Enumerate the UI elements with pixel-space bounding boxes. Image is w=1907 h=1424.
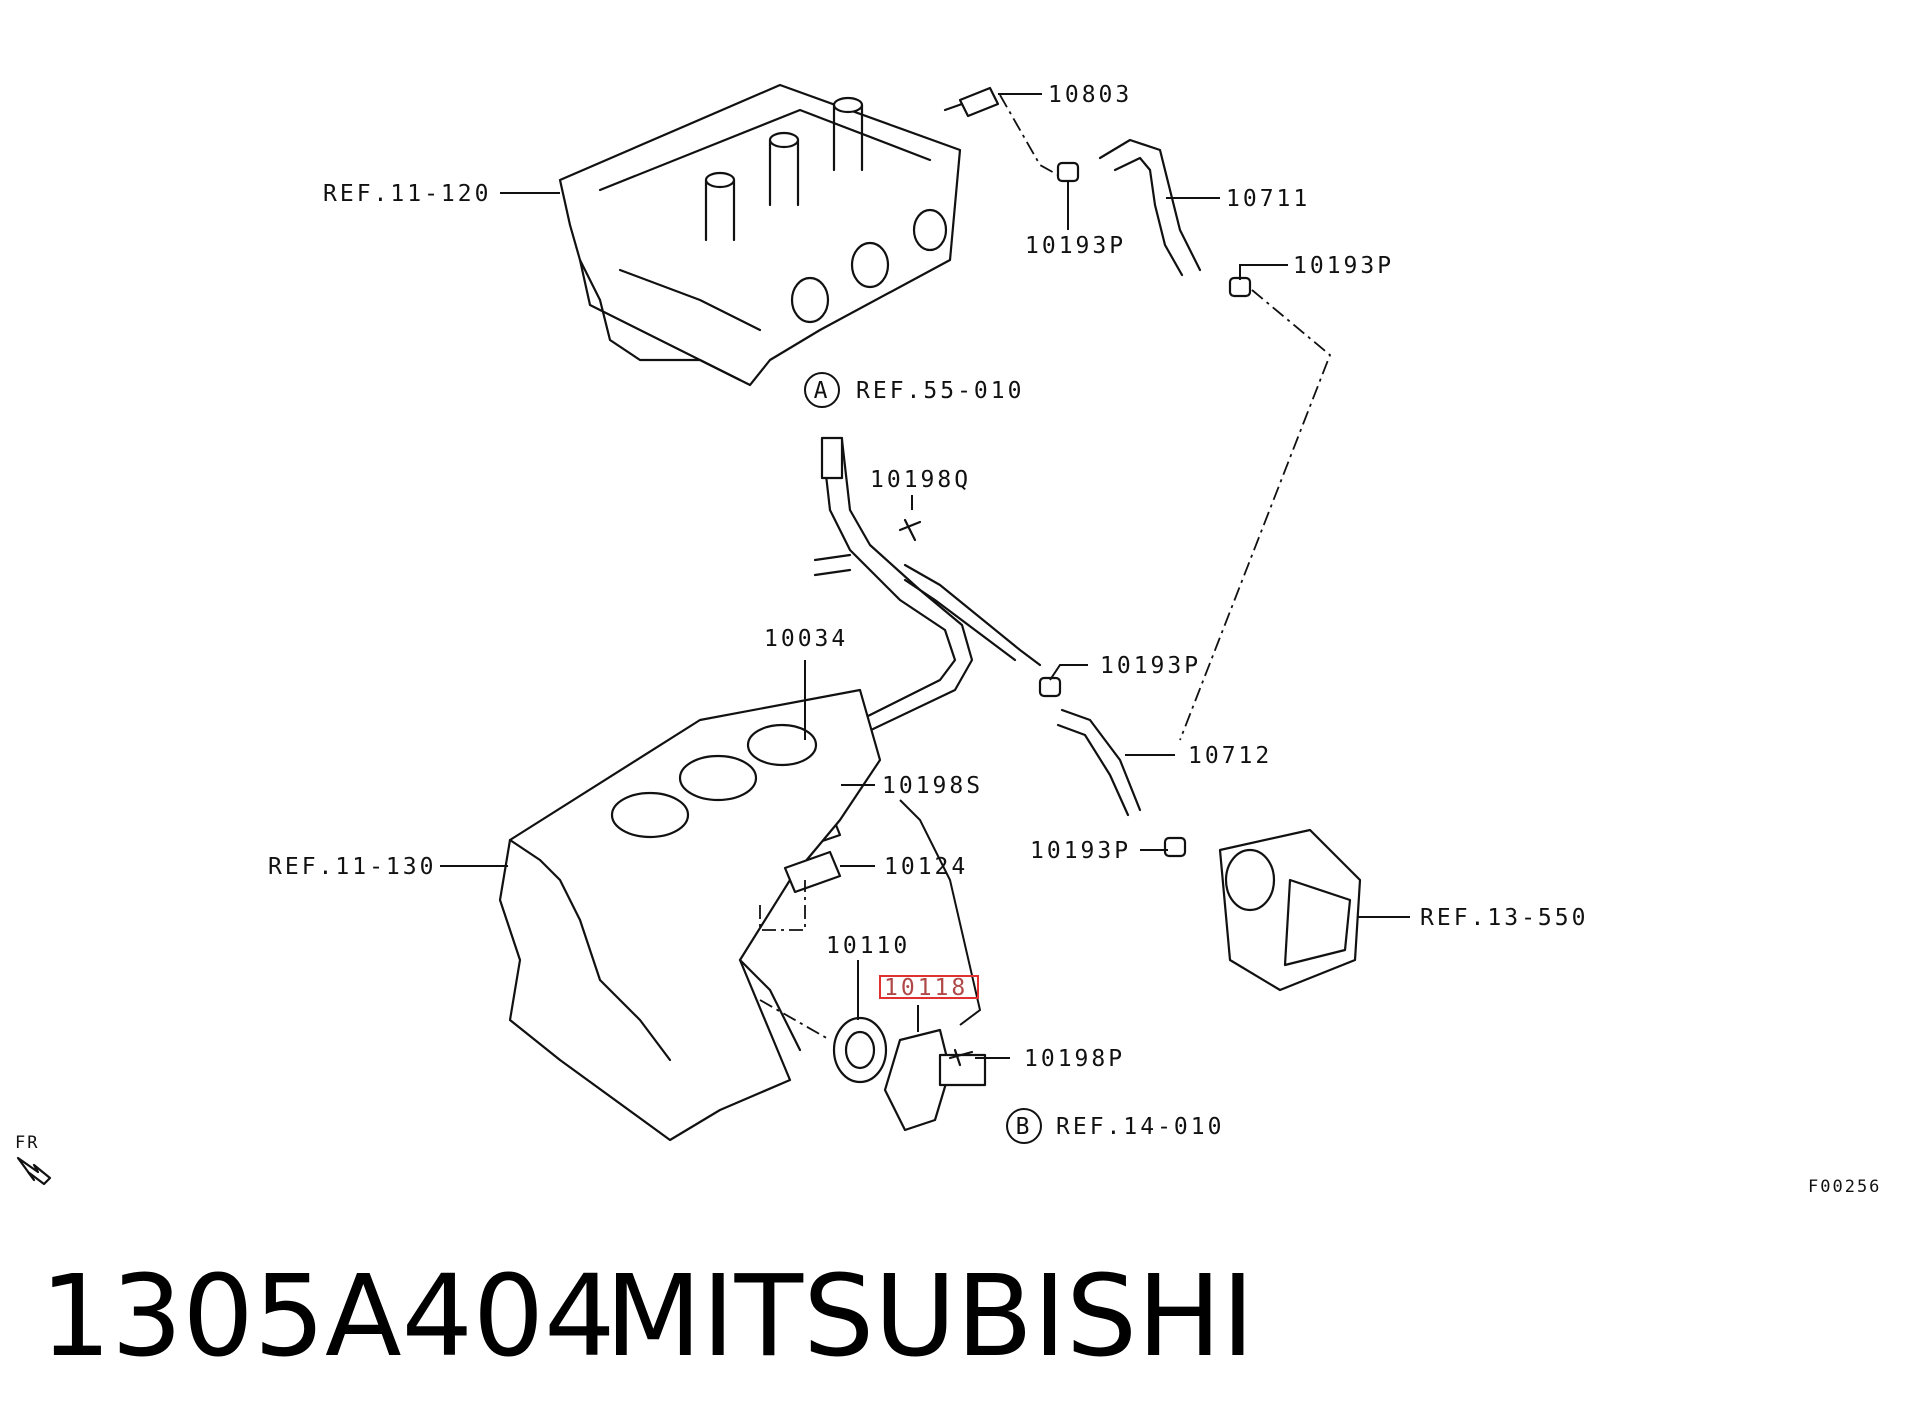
label-10034: 10034	[764, 626, 848, 652]
label-10118: 10118	[884, 975, 968, 1001]
cylinder-block	[498, 688, 882, 1142]
label-ref-11-120: REF.11-120	[323, 181, 491, 207]
label-10124: 10124	[884, 854, 968, 880]
bolt-10198q	[898, 518, 922, 542]
label-10803: 10803	[1048, 82, 1132, 108]
label-10198q: 10198Q	[870, 467, 971, 493]
clamp-10193p-a	[1056, 161, 1080, 183]
label-10193p-b: 10193P	[1293, 253, 1394, 279]
label-10193p-d: 10193P	[1030, 838, 1131, 864]
hose-10712	[1056, 708, 1142, 817]
highlight-box-10118	[879, 975, 979, 999]
label-ref-13-550: REF.13-550	[1420, 905, 1588, 931]
clamp-10193p-b	[1228, 276, 1252, 298]
label-10712: 10712	[1188, 743, 1272, 769]
throttle-body	[1218, 828, 1362, 992]
figure-code: F00256	[1808, 1177, 1881, 1197]
label-10193p-c: 10193P	[1100, 653, 1201, 679]
thermostat-housing-10118	[883, 1028, 987, 1132]
label-10198s: 10198S	[882, 773, 983, 799]
clamp-10193p-c	[1038, 676, 1062, 698]
label-10198p: 10198P	[1024, 1046, 1125, 1072]
label-10193p-a: 10193P	[1025, 233, 1126, 259]
label-ref-14-010: REF.14-010	[1056, 1114, 1224, 1140]
hose-10711	[1098, 138, 1202, 277]
bolt-10198p	[948, 1048, 974, 1067]
thermostat-10110	[832, 1016, 888, 1084]
callout-circle-b	[1006, 1108, 1042, 1144]
temp-sensor-10803	[943, 86, 1000, 118]
callout-a-text: A	[814, 378, 831, 404]
label-10711: 10711	[1226, 186, 1310, 212]
label-10110: 10110	[826, 933, 910, 959]
label-ref-55-010: REF.55-010	[856, 378, 1024, 404]
label-ref-11-130: REF.11-130	[268, 854, 436, 880]
front-arrow-icon	[16, 1156, 52, 1186]
clamp-10193p-d	[1163, 836, 1187, 858]
part-number: 1305A404	[40, 1252, 615, 1382]
label-fr: FR	[15, 1133, 39, 1153]
cylinder-head	[558, 83, 962, 387]
brand-name: MITSUBISHI	[605, 1252, 1254, 1382]
callout-circle-a	[804, 372, 840, 408]
callout-b-text: B	[1016, 1114, 1033, 1140]
gasket-10124	[783, 850, 842, 894]
